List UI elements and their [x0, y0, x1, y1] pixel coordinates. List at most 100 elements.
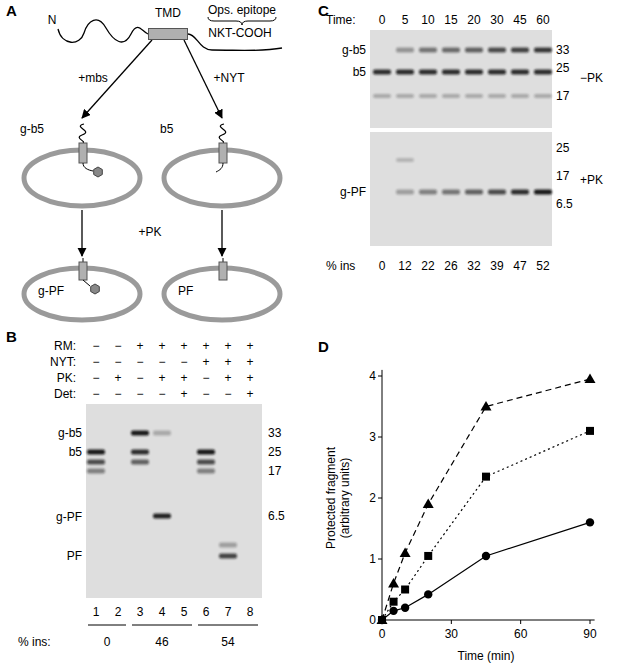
gel-band: [396, 94, 414, 98]
row-label: Time:: [326, 13, 356, 27]
data-marker: [400, 547, 411, 557]
gel-band: [197, 460, 215, 465]
band-label: g-b5: [342, 43, 366, 57]
glycan-symbol: [94, 167, 103, 177]
tick-label: 60: [514, 627, 527, 641]
gel-band: [197, 469, 215, 474]
axis-tick: [378, 559, 382, 560]
percent-value: 0: [104, 635, 111, 649]
band-label: b5: [69, 445, 82, 459]
data-marker: [481, 401, 492, 411]
percent-value: 12: [398, 259, 411, 273]
treatment-label: +mbs: [76, 71, 110, 85]
lane-number: 6: [203, 605, 210, 619]
panel-letter: D: [318, 338, 329, 355]
lane-number: 8: [247, 605, 254, 619]
lane-condition: +: [202, 355, 209, 369]
gel-band: [511, 48, 529, 53]
percent-value: 0: [379, 259, 386, 273]
gel-band: [153, 514, 171, 519]
time-point: 10: [421, 13, 434, 27]
size-marker: 6.5: [556, 197, 573, 211]
gel-band: [219, 554, 237, 559]
gel-band: [396, 190, 414, 195]
gel-band: [465, 190, 483, 195]
axis-tick: [520, 620, 521, 624]
glycan-symbol: [91, 284, 100, 294]
vesicle: b5: [160, 118, 284, 210]
size-marker: 25: [268, 445, 281, 459]
vesicle: g-PF: [20, 256, 144, 324]
fragment-label: g-b5: [20, 122, 44, 136]
gel-band: [153, 431, 171, 436]
gel-band: [373, 70, 391, 75]
gel-band: [396, 48, 414, 53]
size-marker: 17: [556, 89, 569, 103]
tick-label: 2: [369, 491, 376, 505]
gel-band: [131, 450, 149, 455]
gel-band: [488, 70, 506, 75]
percent-value: 47: [513, 259, 526, 273]
data-marker: [378, 616, 386, 624]
data-marker: [377, 615, 388, 625]
row-label: Det:: [54, 387, 76, 401]
band-label: PF: [67, 549, 82, 563]
tick-label: 1: [369, 552, 376, 566]
lane-condition: +: [246, 387, 253, 401]
protein-stub: [223, 258, 224, 262]
tick-label: 90: [583, 627, 596, 641]
tick-label: 30: [445, 627, 458, 641]
gel-band: [419, 190, 437, 195]
gel-band: [488, 48, 506, 53]
protein-tail: [83, 163, 93, 171]
vesicle: g-b5: [20, 118, 144, 210]
lane-number: 1: [93, 605, 100, 619]
gel-band: [442, 190, 460, 195]
gel-band: [373, 94, 391, 98]
data-marker: [401, 604, 409, 612]
lane-condition: −: [158, 387, 165, 401]
gel-band: [419, 94, 437, 98]
data-marker: [586, 518, 594, 526]
lane-condition: −: [136, 355, 143, 369]
percent-value: 39: [490, 259, 503, 273]
data-marker: [586, 427, 594, 435]
size-marker: 25: [556, 61, 569, 75]
time-point: 30: [490, 13, 503, 27]
domain-box: TMD: [148, 6, 188, 40]
lane-condition: −: [158, 355, 165, 369]
treatment-label: +PK: [580, 173, 603, 187]
gel-band: [534, 70, 552, 75]
data-marker: [388, 578, 399, 588]
lane-condition: −: [224, 387, 231, 401]
band-label: g-b5: [58, 426, 82, 440]
percent-value: 26: [444, 259, 457, 273]
gel-band: [442, 94, 460, 98]
lane-condition: +: [180, 371, 187, 385]
lane-number: 3: [137, 605, 144, 619]
lane-condition: −: [202, 371, 209, 385]
gel-band: [465, 94, 483, 98]
lane-condition: −: [202, 387, 209, 401]
axis-title: Time (min): [458, 649, 515, 663]
data-marker: [378, 616, 386, 624]
protein-chain: [219, 124, 226, 143]
axis-tick: [378, 498, 382, 499]
gel-band: [396, 70, 414, 75]
lane-condition: +: [246, 371, 253, 385]
gel-band: [131, 460, 149, 465]
gel-band: [197, 450, 215, 455]
gel-band: [419, 48, 437, 53]
tick-label: 0: [379, 627, 386, 641]
size-marker: 6.5: [268, 509, 285, 523]
axis-tick: [451, 620, 452, 624]
gel-band: [488, 190, 506, 195]
lane-condition: −: [92, 371, 99, 385]
data-series-line: [382, 522, 590, 620]
lane-condition: −: [92, 355, 99, 369]
data-series-line: [382, 379, 590, 620]
gel-background: [370, 30, 552, 128]
protein-tail: [216, 163, 223, 172]
gel-band: [511, 94, 529, 98]
